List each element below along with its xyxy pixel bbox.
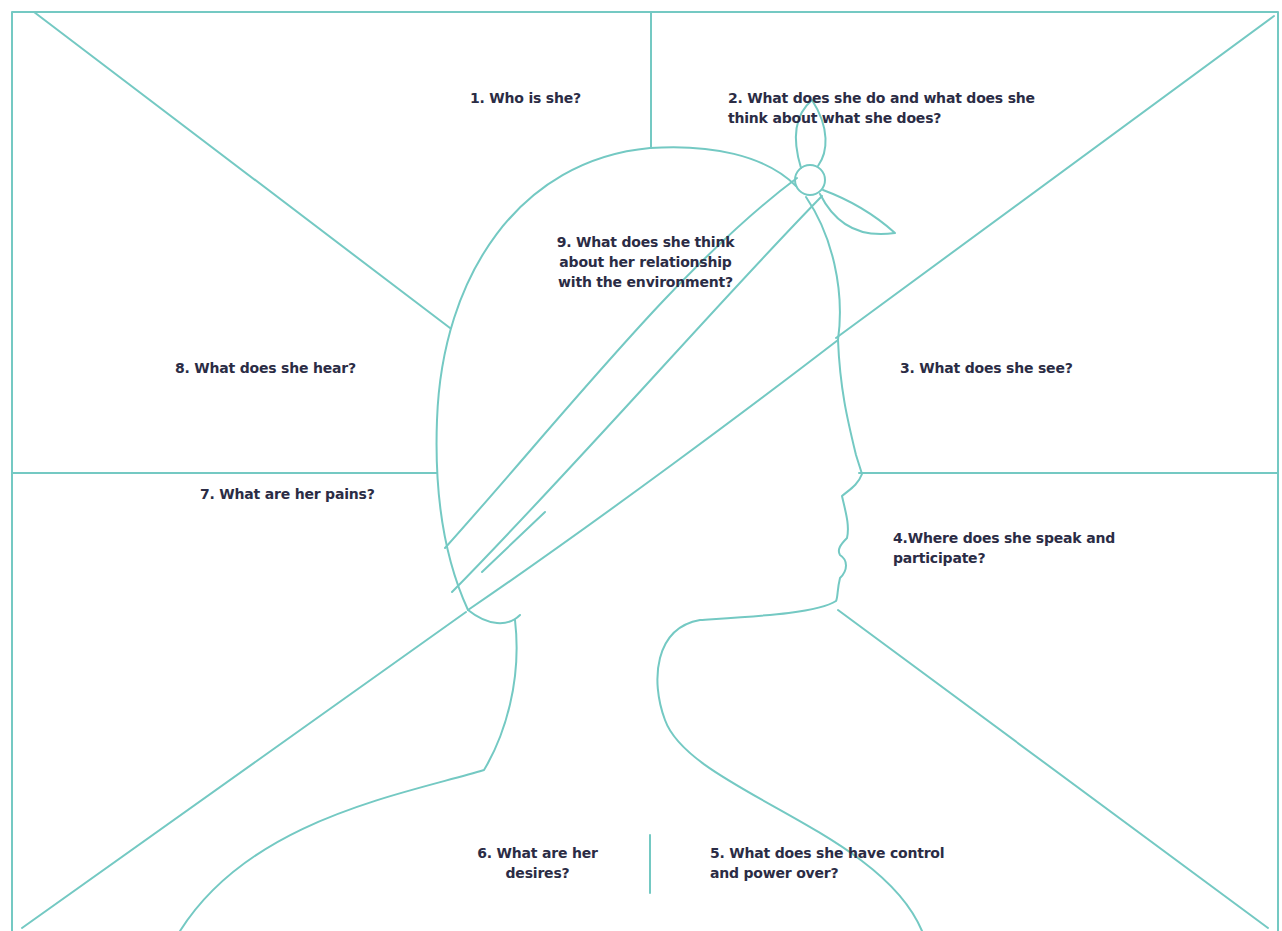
neck-shoulder [180,620,517,931]
question-label: 9. What does she think about her relatio… [548,232,743,292]
face-profile [657,340,922,931]
question-label: 7. What are her pains? [200,484,440,504]
wrap-band [468,340,838,610]
frame [12,12,1278,931]
wrap-knot [795,165,825,195]
question-label: 3. What does she see? [900,358,1160,378]
wrap-bow [820,190,895,234]
question-label: 6. What are her desires? [470,843,605,883]
question-label: 8. What does she hear? [175,358,425,378]
wrap-fold [482,512,545,572]
wrap-band [445,178,797,548]
divider-line [838,610,1268,928]
divider-line [836,16,1274,338]
divider-line [649,835,651,893]
question-label: 5. What does she have control and power … [710,843,950,883]
question-label: 1. Who is she? [470,88,650,108]
question-label: 4.Where does she speak and participate? [893,528,1133,568]
head-wrap [468,610,520,623]
divider-line [12,472,437,474]
divider-line [650,12,652,148]
divider-line [22,612,466,928]
divider-line [859,472,1278,474]
divider-line [34,12,450,328]
head-wrap [437,147,840,610]
question-label: 2. What does she do and what does she th… [728,88,1048,128]
